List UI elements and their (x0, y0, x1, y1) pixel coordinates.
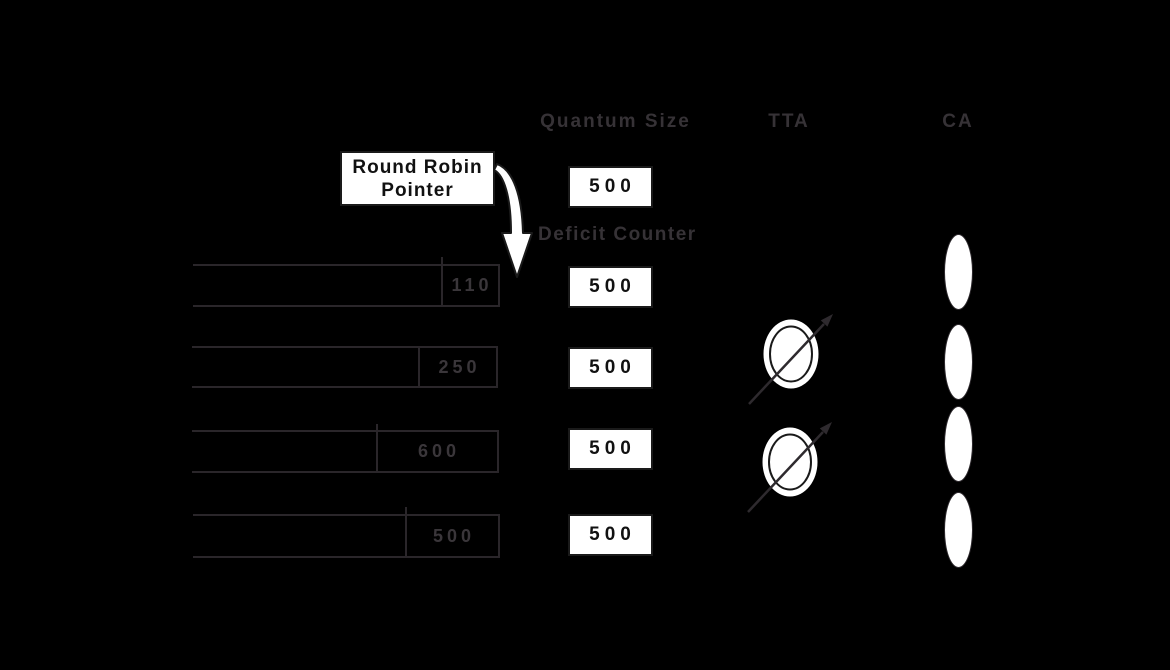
round-robin-pointer-arrow-icon (493, 163, 533, 278)
queue-2-packet: 250 (418, 348, 496, 386)
queue-lane-3: 600 (192, 424, 499, 473)
queue-3-packet: 600 (376, 432, 497, 471)
round-robin-pointer-line1: Round Robin (352, 156, 483, 178)
queue-lane-1: 110 (193, 257, 500, 307)
round-robin-pointer-label: Round Robin Pointer (340, 151, 495, 206)
deficit-counter-box-4: 500 (568, 514, 653, 556)
deficit-counter-box-2: 500 (568, 347, 653, 389)
quantum-size-box: 500 (568, 166, 653, 208)
queue-lane-4: 500 (193, 507, 500, 558)
tta-header: TTA (768, 111, 810, 132)
ca-header: CA (942, 111, 974, 132)
ca-ellipse-icon-queue-4 (944, 492, 973, 568)
tta-dial-icon-queue-3 (747, 422, 832, 513)
queue-1-packet: 110 (441, 266, 498, 305)
tta-dial-icon-queue-2 (748, 314, 833, 405)
deficit-counter-box-1: 500 (568, 266, 653, 308)
ca-ellipse-icon-queue-1 (944, 234, 973, 310)
round-robin-pointer-line2: Pointer (381, 179, 454, 201)
ca-ellipse-icon-queue-2 (944, 324, 973, 400)
queue-1-divider-tick (441, 257, 443, 265)
deficit-counter-label: Deficit Counter (538, 224, 697, 245)
queue-4-divider-tick (405, 507, 407, 515)
queue-lane-2: 250 (192, 346, 498, 388)
queue-4-packet: 500 (405, 516, 498, 556)
deficit-counter-box-3: 500 (568, 428, 653, 470)
quantum-size-header: Quantum Size (540, 111, 691, 132)
ca-ellipse-icon-queue-3 (944, 406, 973, 482)
queue-3-divider-tick (376, 424, 378, 432)
